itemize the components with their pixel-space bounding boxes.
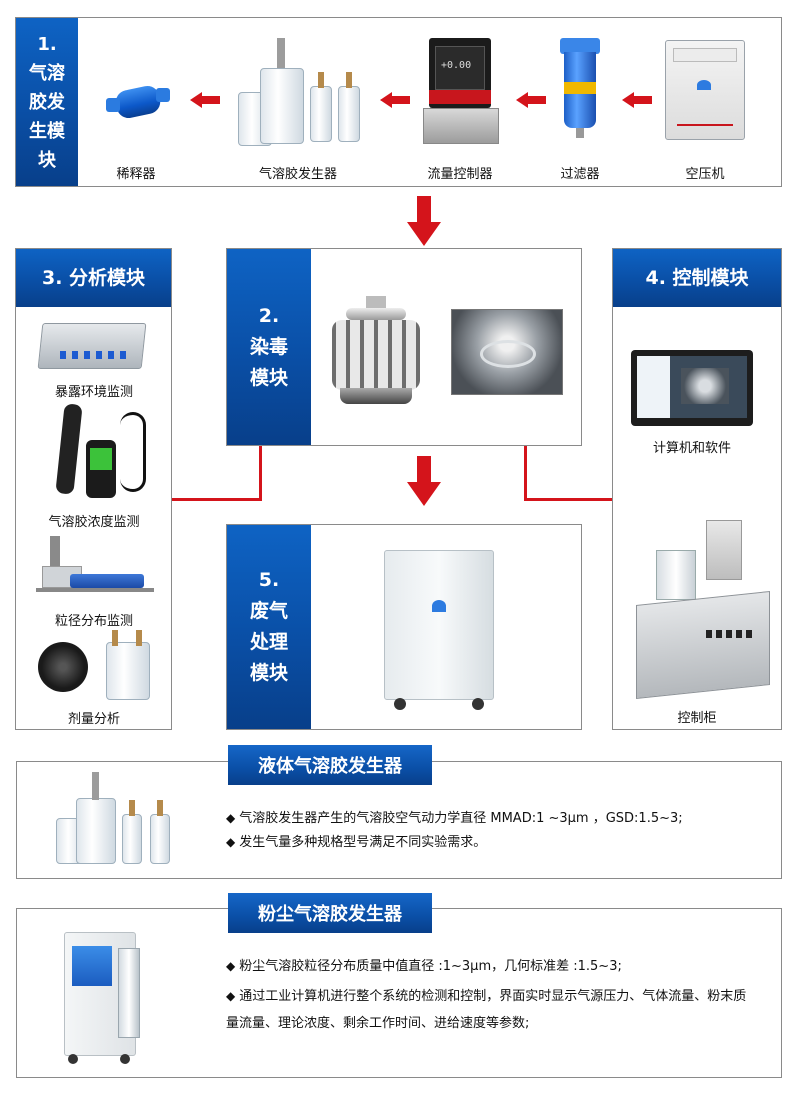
dust-generator-image xyxy=(64,932,146,1064)
connector-line-right xyxy=(524,498,612,501)
dose-analysis-image xyxy=(36,630,154,702)
aerosol-generator-image xyxy=(234,38,364,148)
arrow-left-icon xyxy=(190,92,220,108)
arrow-left-icon xyxy=(622,92,652,108)
diamond-bullet-icon: ◆ xyxy=(226,811,236,825)
module3-title: 3. 分析模块 xyxy=(16,249,171,307)
exposure-chamber-image xyxy=(326,296,426,408)
module5-title: 5. 废气 处理 模块 xyxy=(227,525,311,729)
arrow-left-icon xyxy=(516,92,546,108)
arrow-down-icon xyxy=(407,456,441,506)
module2-title: 2. 染毒 模块 xyxy=(227,249,311,445)
computer-software-label: 计算机和软件 xyxy=(652,441,731,456)
liquid-generator-image xyxy=(54,770,178,870)
air-compressor-label: 空压机 xyxy=(685,167,725,182)
dust-bullet-1: ◆粉尘气溶胶粒径分布质量中值直径 :1~3μm，几何标准差 :1.5~3; xyxy=(226,959,622,974)
module4-title: 4. 控制模块 xyxy=(613,249,781,307)
arrow-down-icon xyxy=(407,196,441,246)
dust-generator-title: 粉尘气溶胶发生器 xyxy=(228,893,432,933)
air-compressor-image xyxy=(665,40,745,140)
module1-title: 1. 气溶 胶发 生模 块 xyxy=(16,18,78,186)
filter-label: 过滤器 xyxy=(560,167,600,182)
exhaust-treatment-image xyxy=(384,550,494,712)
liquid-generator-title: 液体气溶胶发生器 xyxy=(228,745,432,785)
filter-image xyxy=(556,38,604,138)
diluter-label: 稀释器 xyxy=(116,167,156,182)
dust-generator-panel xyxy=(16,908,782,1078)
control-cabinet-label: 控制柜 xyxy=(677,711,717,726)
diamond-bullet-icon: ◆ xyxy=(226,959,236,973)
computer-software-image xyxy=(631,350,753,426)
exposure-monitor-label: 暴露环境监测 xyxy=(54,385,133,400)
diluter-image xyxy=(106,82,172,122)
arrow-left-icon xyxy=(380,92,410,108)
diamond-bullet-icon: ◆ xyxy=(226,835,236,849)
flow-controller-image: +0.00 xyxy=(419,38,499,148)
control-cabinet-image xyxy=(636,520,770,700)
exposure-monitor-image xyxy=(37,315,148,373)
liquid-bullet-1: ◆气溶胶发生器产生的气溶胶空气动力学直径 MMAD:1 ~3μm ，GSD:1.… xyxy=(226,811,683,826)
chamber-interior-image xyxy=(451,309,563,395)
particle-size-monitor-image xyxy=(36,536,154,600)
diamond-bullet-icon: ◆ xyxy=(226,989,236,1003)
concentration-monitor-image xyxy=(50,403,154,502)
dose-analysis-label: 剂量分析 xyxy=(67,712,120,727)
flow-controller-label: 流量控制器 xyxy=(427,167,493,182)
liquid-bullet-2: ◆发生气量多种规格型号满足不同实验需求。 xyxy=(226,835,487,850)
connector-line-left xyxy=(172,498,262,501)
connector-line-left xyxy=(259,446,262,501)
connector-line-right xyxy=(524,446,527,501)
particle-size-monitor-label: 粒径分布监测 xyxy=(54,614,133,629)
dust-bullet-2: ◆通过工业计算机进行整个系统的检测和控制，界面实时显示气源压力、气体流量、粉末质… xyxy=(226,989,747,1031)
concentration-monitor-label: 气溶胶浓度监测 xyxy=(48,515,140,530)
aerosol-generator-label: 气溶胶发生器 xyxy=(258,167,337,182)
